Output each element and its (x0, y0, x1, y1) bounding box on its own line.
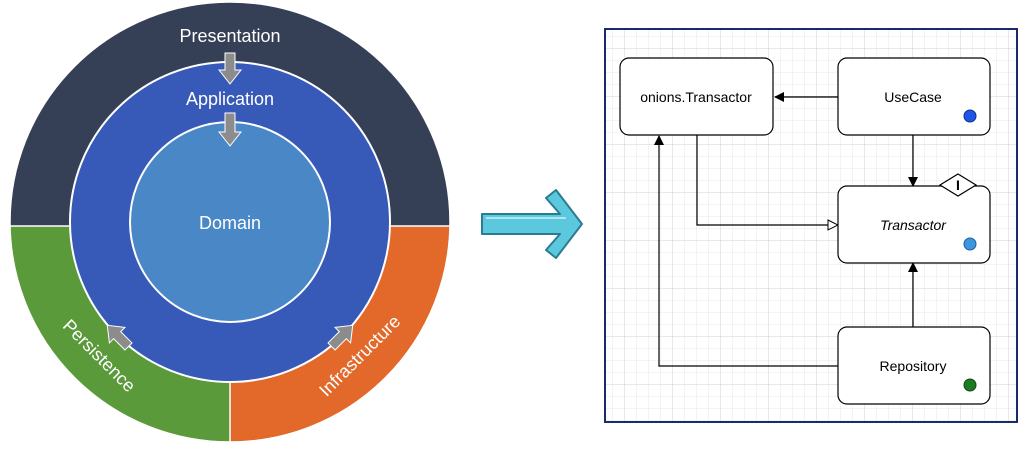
dependency-arrow-infrastructure (327, 324, 354, 351)
transition-arrow-icon (481, 189, 583, 259)
interface-diamond-icon: I (938, 173, 978, 197)
class-box-usecase[interactable]: UseCase (837, 57, 991, 136)
repository-status-dot (963, 378, 977, 392)
presentation-label: Presentation (179, 26, 280, 46)
edge-impl-implements-transactor (696, 135, 838, 225)
class-label-onions-transactor: onions.Transactor (640, 89, 752, 105)
dependency-arrow-presentation (217, 52, 243, 85)
transactor-status-dot (963, 237, 977, 251)
dependency-arrow-persistence (106, 324, 133, 351)
class-label-transactor: Transactor (880, 217, 947, 233)
class-box-onions-transactor[interactable]: onions.Transactor (619, 57, 774, 136)
class-label-repository: Repository (880, 358, 947, 374)
svg-text:I: I (956, 177, 960, 193)
class-label-usecase: UseCase (884, 89, 942, 105)
class-box-repository[interactable]: Repository (837, 326, 991, 405)
application-label: Application (186, 89, 274, 109)
onion-architecture-diagram: Presentation Application Domain Persiste… (9, 1, 451, 443)
edge-repository-to-impl (654, 135, 838, 367)
class-box-transactor-interface[interactable]: Transactor I (837, 173, 991, 264)
domain-label: Domain (199, 213, 261, 233)
dependency-arrow-application (217, 112, 243, 147)
usecase-status-dot (963, 109, 977, 123)
uml-class-diagram: onions.Transactor UseCase Transactor I R… (604, 28, 1018, 423)
